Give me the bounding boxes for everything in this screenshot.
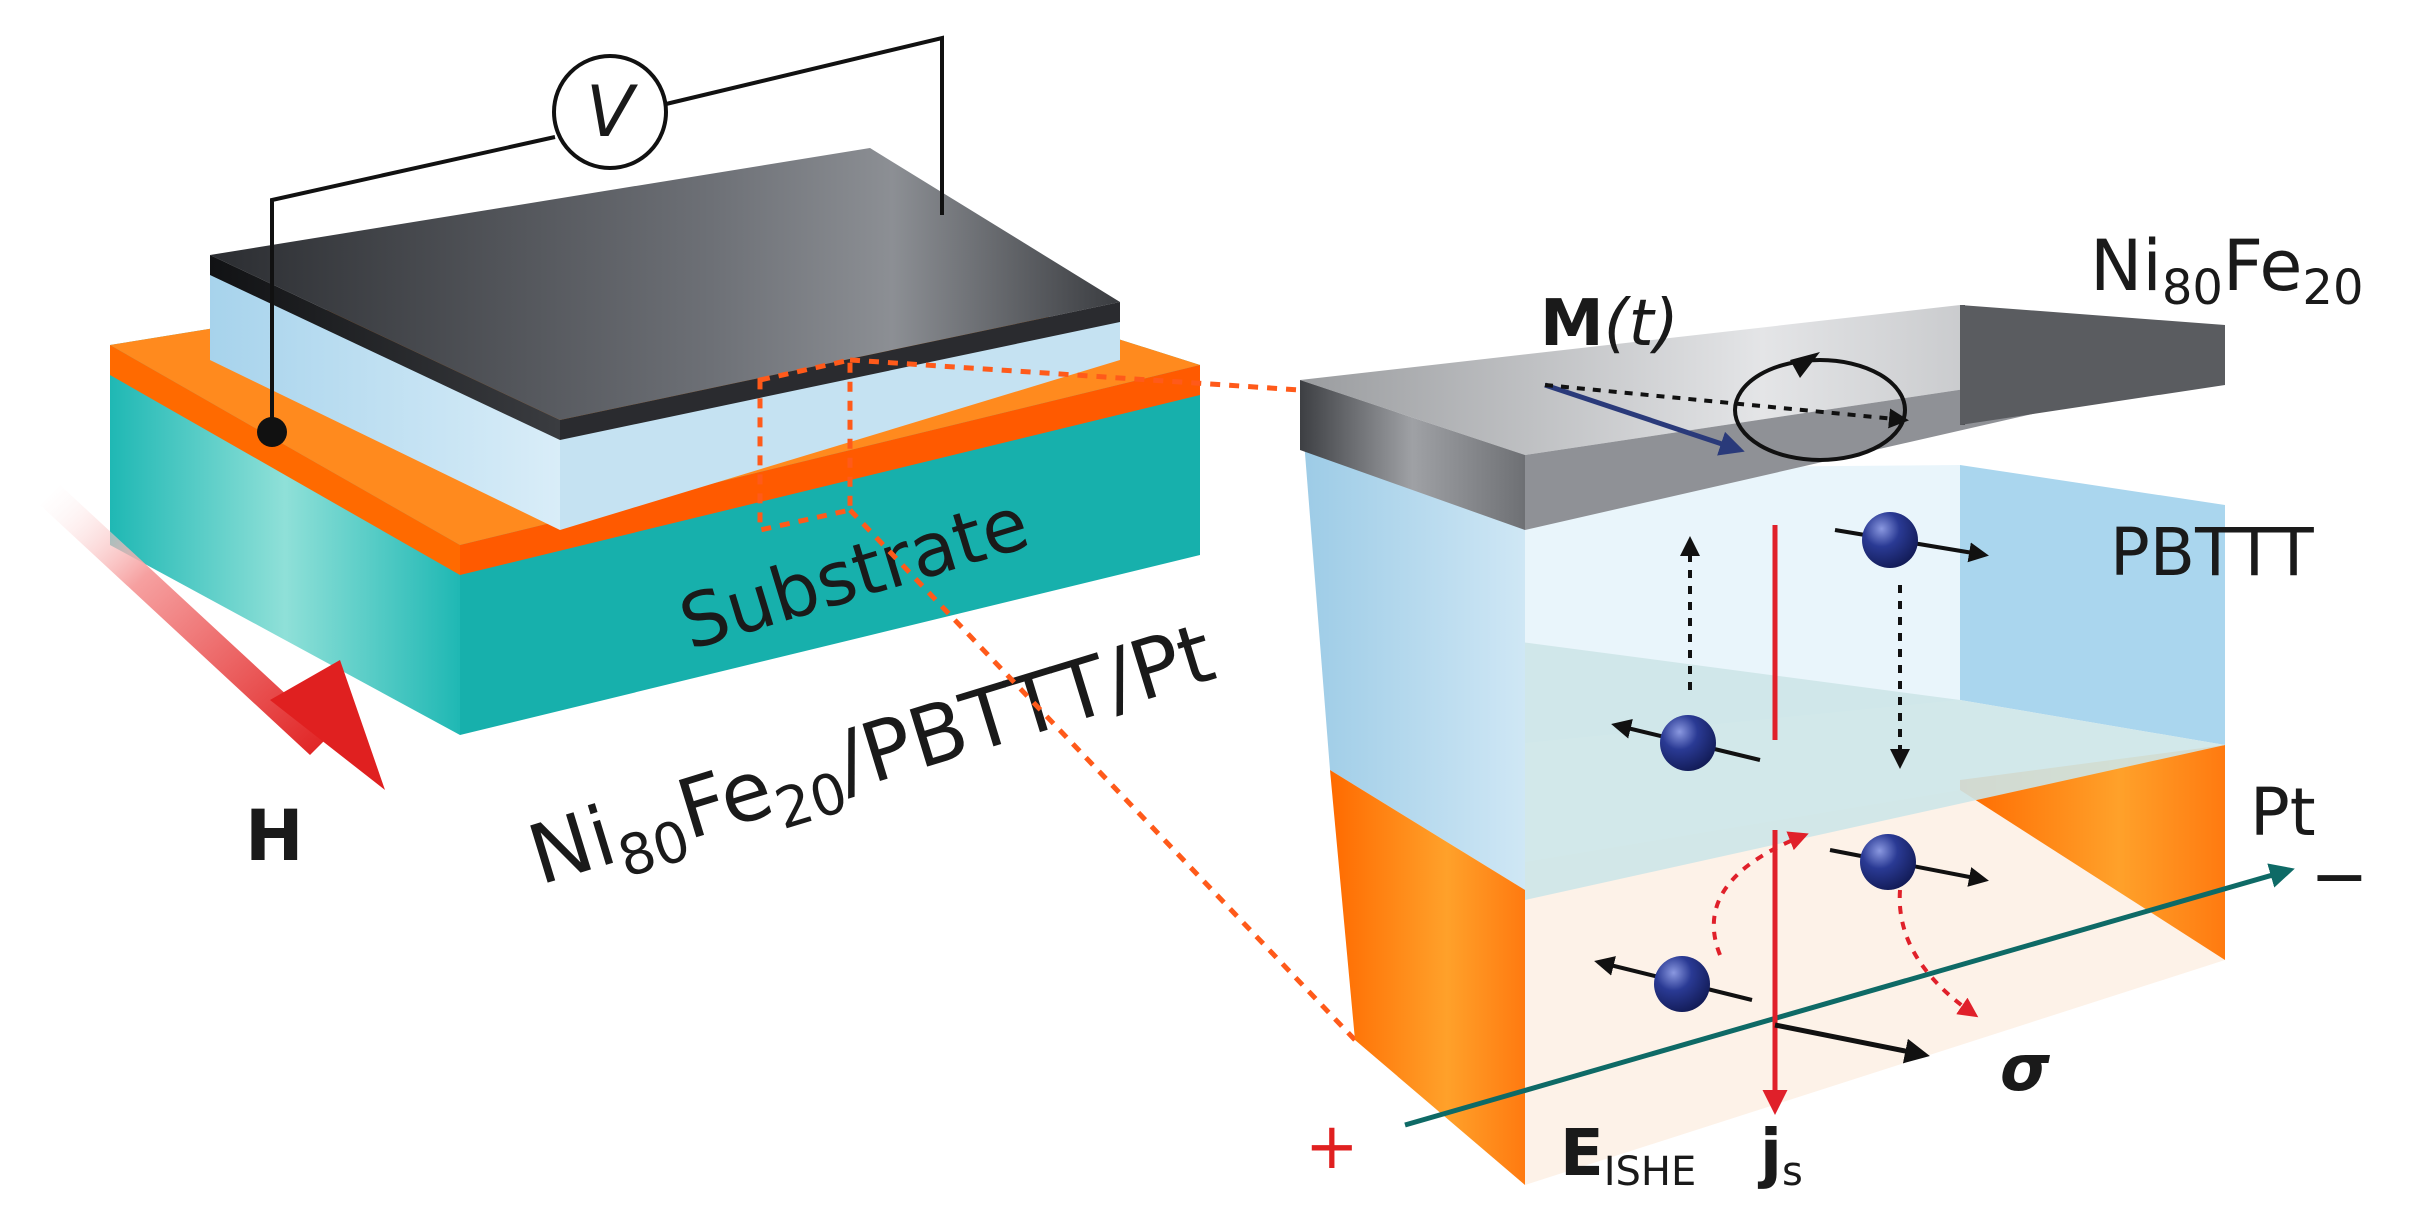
deflection-left	[1711, 831, 1809, 956]
electron-pt-right	[1860, 834, 1916, 890]
minus-terminal-label: −	[2310, 835, 2369, 917]
polarization-vector	[1774, 1022, 1930, 1064]
wire-right	[665, 35, 944, 215]
pbttt-layer-side	[560, 315, 1120, 530]
plus-terminal-label: +	[1305, 1110, 1359, 1184]
substrate-side	[460, 365, 1200, 735]
pbttt-lower-shade	[1355, 620, 2225, 900]
electron-middle	[1660, 715, 1716, 771]
nife-right-block	[1960, 305, 2225, 425]
pbttt-back-wall	[1960, 465, 2225, 745]
pbttt-label: PBTTT	[2110, 514, 2314, 591]
device-stack	[110, 148, 1200, 735]
pbttt-layer-front	[210, 265, 560, 530]
precession-orbit	[1733, 358, 1907, 462]
electron-pt-left	[1654, 956, 1710, 1012]
pt-left-wall	[1330, 770, 1525, 1185]
transverse-axis	[1404, 863, 2295, 1128]
nife-layer-side	[560, 302, 1120, 440]
spin-polarization-label: σ	[2000, 1032, 2050, 1106]
cross-section	[1300, 305, 2225, 1185]
contact-dot	[257, 417, 287, 447]
zoom-guide-bottom	[848, 508, 1357, 1042]
pt-layer-side	[460, 365, 1200, 575]
electron-upper	[1862, 512, 1918, 568]
nife-front-face	[1300, 380, 1525, 530]
precession-arrowhead	[1790, 352, 1820, 378]
ishe-field-label: EISHE	[1560, 1117, 1696, 1195]
voltmeter-label: V	[586, 71, 638, 153]
field-arrow	[40, 485, 385, 790]
magnetization-precession	[1544, 352, 1909, 462]
wire-left	[270, 135, 556, 428]
pt-label: Pt	[2250, 774, 2316, 851]
equilibrium-axis	[1544, 383, 1909, 429]
pbttt-left-wall	[1300, 390, 1525, 890]
magnetization-vector	[1544, 382, 1745, 456]
nife-layer-top	[210, 148, 1120, 420]
deflection-right	[1897, 889, 1979, 1018]
voltmeter-circuit: V	[257, 35, 944, 447]
field-arrow-shaft	[40, 485, 330, 755]
zoom-guides	[757, 356, 1357, 1042]
magnetization-label: M(t)	[1540, 287, 1679, 361]
pbttt-carriers	[1611, 512, 1989, 771]
field-label: H	[245, 795, 304, 877]
pt-carriers	[1594, 831, 1989, 1018]
pt-layer-front	[110, 345, 460, 575]
field-arrow-head	[270, 660, 385, 790]
zoom-region-outline	[757, 356, 853, 534]
voltmeter-icon	[552, 54, 668, 170]
nife-layer-front	[210, 255, 560, 440]
nife-label: Ni80Fe20	[2090, 225, 2363, 316]
substrate-front	[110, 345, 460, 735]
spin-current-label: js	[1757, 1117, 1803, 1195]
